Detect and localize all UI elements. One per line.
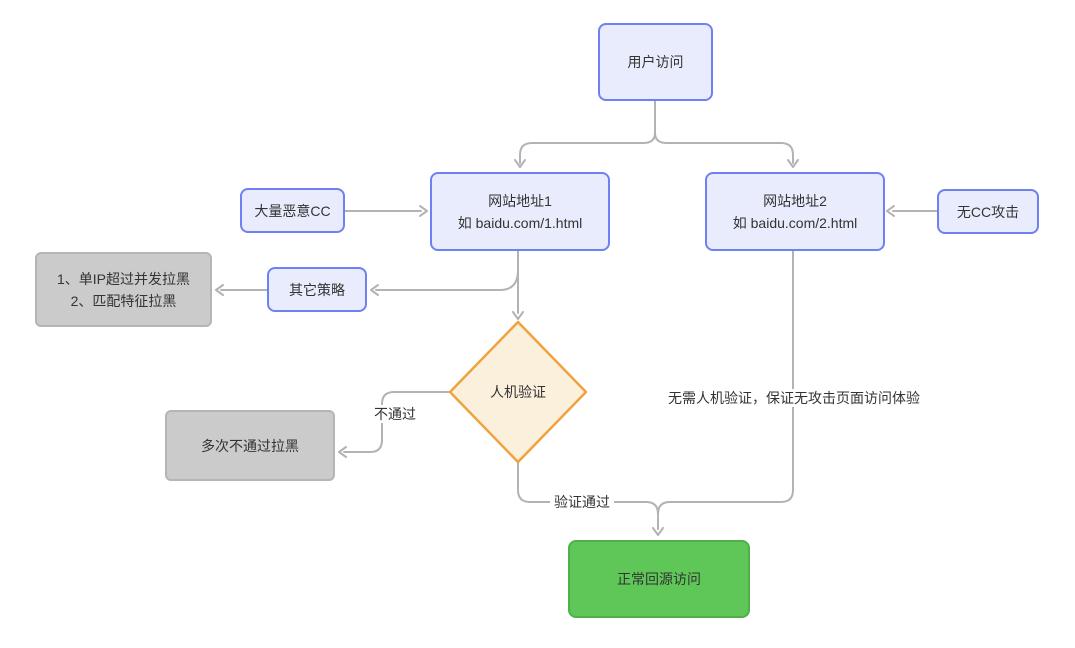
arrowhead-site1-left	[419, 205, 428, 217]
edge-user-to-site1	[519, 132, 656, 164]
edge-label-pass: 验证通过	[550, 493, 614, 511]
arrowhead-site2-right	[886, 205, 895, 217]
edge-user-to-site2	[654, 132, 794, 164]
node-blacklist-rules-line1: 1、单IP超过并发拉黑	[56, 270, 190, 287]
node-blacklist-rules-line2: 2、匹配特征拉黑	[70, 292, 177, 309]
node-origin-access: 正常回源访问	[568, 540, 750, 618]
node-other-policies-label: 其它策略	[289, 281, 345, 298]
node-no-cc-label: 无CC攻击	[956, 203, 1020, 220]
edge-label-no-captcha-note: 无需人机验证，保证无攻击页面访问体验	[664, 389, 924, 407]
arrowhead-otherpolicies-right	[370, 284, 379, 296]
node-fail-blacklist: 多次不通过拉黑	[165, 410, 335, 481]
edge-site2-to-origin	[657, 250, 794, 530]
captcha-diamond	[448, 320, 588, 464]
node-fail-blacklist-label: 多次不通过拉黑	[201, 437, 299, 454]
node-site1: 网站地址1 如 baidu.com/1.html	[430, 172, 610, 251]
node-no-cc: 无CC攻击	[937, 189, 1039, 234]
node-site2-line2: 如 baidu.com/2.html	[732, 214, 858, 231]
node-site2-line1: 网站地址2	[763, 192, 827, 209]
arrowhead-origin-top	[652, 527, 664, 536]
node-origin-access-label: 正常回源访问	[617, 571, 701, 587]
arrowhead-site2-top	[787, 159, 799, 168]
arrowhead-captcha-top	[512, 311, 524, 320]
edge-site1-to-otherpolicies	[375, 269, 519, 291]
arrowhead-failblacklist-right	[338, 446, 347, 458]
node-user-access-label: 用户访问	[627, 54, 684, 70]
node-captcha-label: 人机验证	[490, 384, 546, 400]
arrowhead-site1-top	[514, 159, 526, 168]
node-site2: 网站地址2 如 baidu.com/2.html	[705, 172, 885, 251]
node-other-policies: 其它策略	[267, 267, 367, 312]
node-site1-line1: 网站地址1	[488, 192, 552, 209]
node-user-access: 用户访问	[598, 23, 713, 101]
arrowhead-blacklist-right	[215, 284, 224, 296]
node-blacklist-rules: 1、单IP超过并发拉黑 2、匹配特征拉黑	[35, 252, 212, 327]
edge-label-fail: 不通过	[370, 405, 420, 423]
node-site1-line2: 如 baidu.com/1.html	[457, 214, 583, 231]
node-cc-attack: 大量恶意CC	[240, 188, 345, 233]
node-cc-attack-label: 大量恶意CC	[254, 202, 331, 219]
